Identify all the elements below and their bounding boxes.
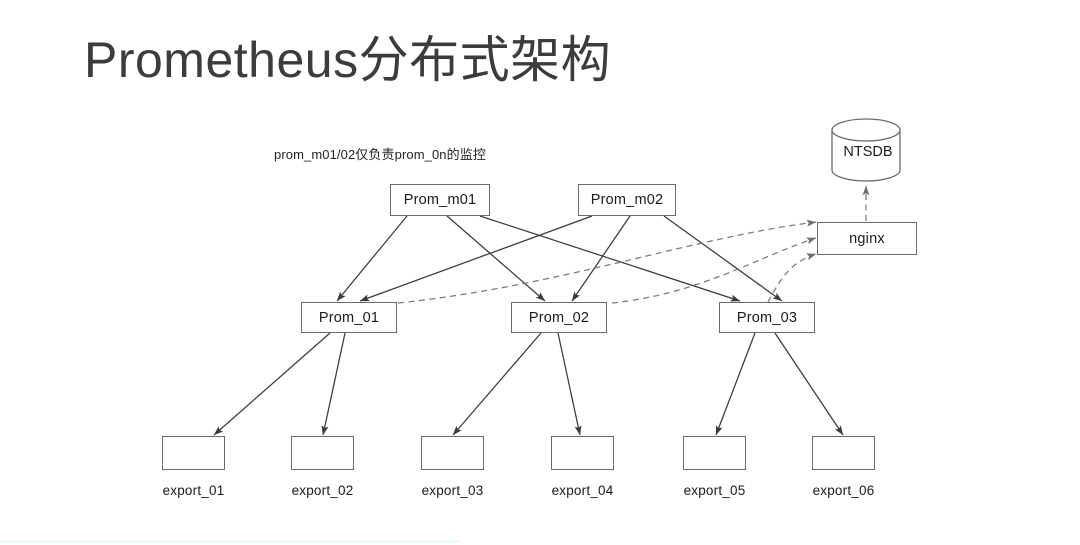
edge-prom02-to-nginx	[611, 237, 817, 304]
node-export-06[interactable]	[812, 436, 875, 470]
ntsdb-label: NTSDB	[843, 144, 893, 160]
caption-export-01: export_01	[162, 483, 225, 498]
edges-shard-to-nginx	[397, 219, 817, 304]
edge-prom03-to-export05	[715, 332, 756, 436]
edges-master-to-shard	[336, 215, 783, 302]
edge-m01-to-prom02	[446, 215, 546, 302]
caption-export-04: export_04	[551, 483, 614, 498]
ntsdb-top	[831, 118, 901, 142]
node-nginx[interactable]: nginx	[817, 222, 917, 255]
diagram-annotation: prom_m01/02仅负责prom_0n的监控	[274, 147, 486, 162]
edges-shard-to-exporter	[213, 332, 844, 436]
edge-prom03-to-nginx	[767, 253, 817, 303]
caption-export-02: export_02	[291, 483, 354, 498]
edge-prom03-to-export06	[774, 332, 844, 436]
node-prom-03[interactable]: Prom_03	[719, 302, 815, 333]
node-export-04[interactable]	[551, 436, 614, 470]
ntsdb-body	[831, 129, 901, 182]
node-export-02[interactable]	[291, 436, 354, 470]
ntsdb-cylinder	[831, 118, 901, 182]
edge-m01-to-prom01	[336, 215, 408, 302]
node-export-03[interactable]	[421, 436, 484, 470]
bottom-accent-line	[0, 540, 460, 542]
edge-prom02-to-export04	[557, 332, 582, 436]
edge-prom01-to-nginx	[397, 219, 817, 304]
caption-export-06: export_06	[812, 483, 875, 498]
node-export-05[interactable]	[683, 436, 746, 470]
edge-prom01-to-export02	[321, 332, 346, 436]
edge-prom02-to-export03	[452, 332, 542, 436]
edge-m02-to-prom01	[359, 215, 593, 302]
node-export-01[interactable]	[162, 436, 225, 470]
edge-m02-to-prom03	[663, 215, 783, 302]
edge-m02-to-prom02	[571, 215, 631, 302]
edge-m01-to-prom03	[479, 215, 741, 302]
page-title: Prometheus分布式架构	[84, 32, 612, 88]
caption-export-05: export_05	[683, 483, 746, 498]
node-prom-m02[interactable]: Prom_m02	[578, 184, 676, 216]
node-prom-01[interactable]: Prom_01	[301, 302, 397, 333]
node-prom-02[interactable]: Prom_02	[511, 302, 607, 333]
caption-export-03: export_03	[421, 483, 484, 498]
node-prom-m01[interactable]: Prom_m01	[390, 184, 490, 216]
edge-prom01-to-export01	[213, 332, 331, 436]
